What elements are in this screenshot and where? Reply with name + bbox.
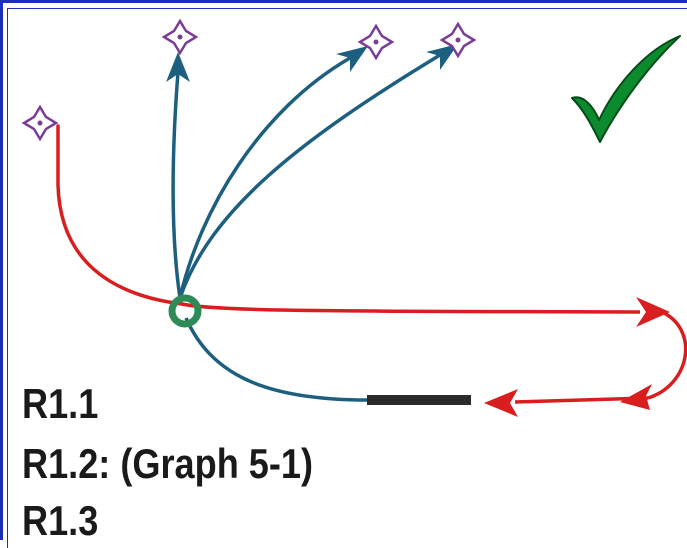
rule-label-3: R1.3 — [22, 497, 99, 544]
waypoint-diamond-icon — [21, 104, 59, 142]
rule-label-2: R1.2: (Graph 5-1) — [22, 440, 314, 487]
check-mark-icon — [571, 35, 681, 143]
blue-path-up-right-2 — [178, 53, 441, 299]
red-loop-path — [647, 310, 687, 400]
blue-path-up — [171, 71, 182, 299]
waypoint-diamond-icon — [439, 21, 477, 59]
blue-lower-path — [184, 317, 369, 402]
waypoint-diamond-icon — [357, 23, 395, 61]
red-arrowhead-left-icon — [484, 389, 518, 417]
red-return-path — [514, 396, 649, 404]
blue-path-up-right-1 — [178, 56, 351, 299]
rule-label-1: R1.1 — [22, 380, 99, 427]
junction-ring-icon — [168, 294, 202, 328]
diagram-frame-inner — [7, 8, 687, 548]
blue-arrowhead-up-right-2-icon — [426, 44, 458, 70]
waypoint-diamond-icon — [161, 18, 199, 56]
red-through-path — [181, 302, 641, 314]
red-approach-path — [56, 124, 184, 306]
blue-arrowhead-up-right-1-icon — [336, 46, 368, 72]
stop-bar — [367, 395, 471, 405]
red-arrowhead-right-icon — [636, 297, 670, 327]
blue-arrowhead-up-icon — [166, 52, 190, 82]
